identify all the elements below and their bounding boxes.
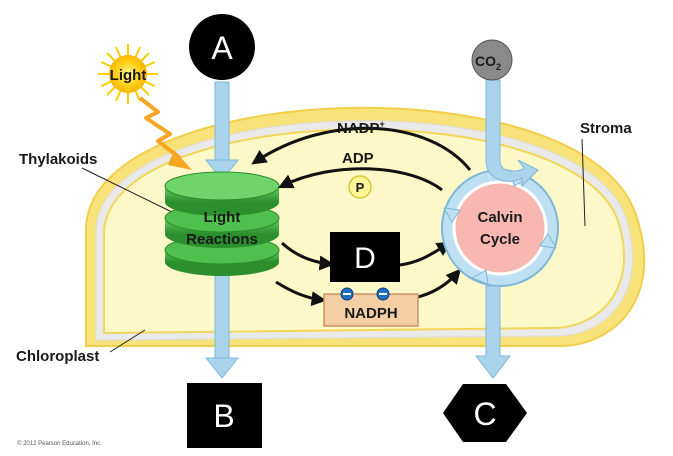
stroma-pointer <box>581 138 586 227</box>
co2-flow-arrow <box>485 79 539 188</box>
unknown-a-label: A <box>211 30 233 66</box>
nadph-input-arrow <box>275 280 327 307</box>
unknown-d-box: D <box>330 232 400 282</box>
d-input-arrow <box>280 241 335 271</box>
thylakoids-pointer <box>81 167 179 216</box>
light-label: Light <box>110 67 147 84</box>
output-c-flow-arrow <box>474 285 512 379</box>
nadph-box: NADPH <box>323 287 419 327</box>
nadp-plus-label: NADP+ <box>337 119 385 137</box>
electron-icon <box>376 287 390 301</box>
unknown-c-hexagon: C <box>443 384 527 442</box>
input-a-flow-arrow <box>204 81 240 181</box>
adp-label: ADP <box>342 150 374 167</box>
co2-molecule-icon: CO2 <box>471 39 513 81</box>
chloroplast-pointer <box>109 329 146 353</box>
nadph-label: NADPH <box>344 305 397 322</box>
calvin-cycle: Calvin Cycle <box>441 169 559 287</box>
d-output-arrow <box>399 241 452 267</box>
nadp-return-arrow <box>251 126 472 171</box>
light-reactions-label-line1: Light <box>204 209 241 226</box>
light-reactions-label-line2: Reactions <box>186 231 258 248</box>
thylakoid-stack: Light Reactions <box>164 171 280 276</box>
unknown-d-label: D <box>354 242 376 275</box>
calvin-label-line1: Calvin <box>477 209 522 226</box>
phosphate-label: P <box>356 180 365 195</box>
unknown-b-label: B <box>213 398 234 434</box>
chloroplast-label: Chloroplast <box>16 348 99 365</box>
unknown-a-circle: A <box>189 14 255 80</box>
co2-label: CO2 <box>475 53 501 72</box>
thylakoids-label: Thylakoids <box>19 151 97 168</box>
sun-icon: Light <box>98 44 158 104</box>
copyright-text: © 2012 Pearson Education, Inc. <box>17 440 102 447</box>
unknown-c-label: C <box>473 396 496 432</box>
light-energy-arrow <box>138 96 192 170</box>
adp-return-arrow <box>277 167 443 192</box>
electron-icon <box>340 287 354 301</box>
calvin-label-line2: Cycle <box>480 231 520 248</box>
unknown-b-box: B <box>187 383 262 448</box>
stroma-label: Stroma <box>580 120 632 137</box>
phosphate-icon: P <box>348 175 372 199</box>
